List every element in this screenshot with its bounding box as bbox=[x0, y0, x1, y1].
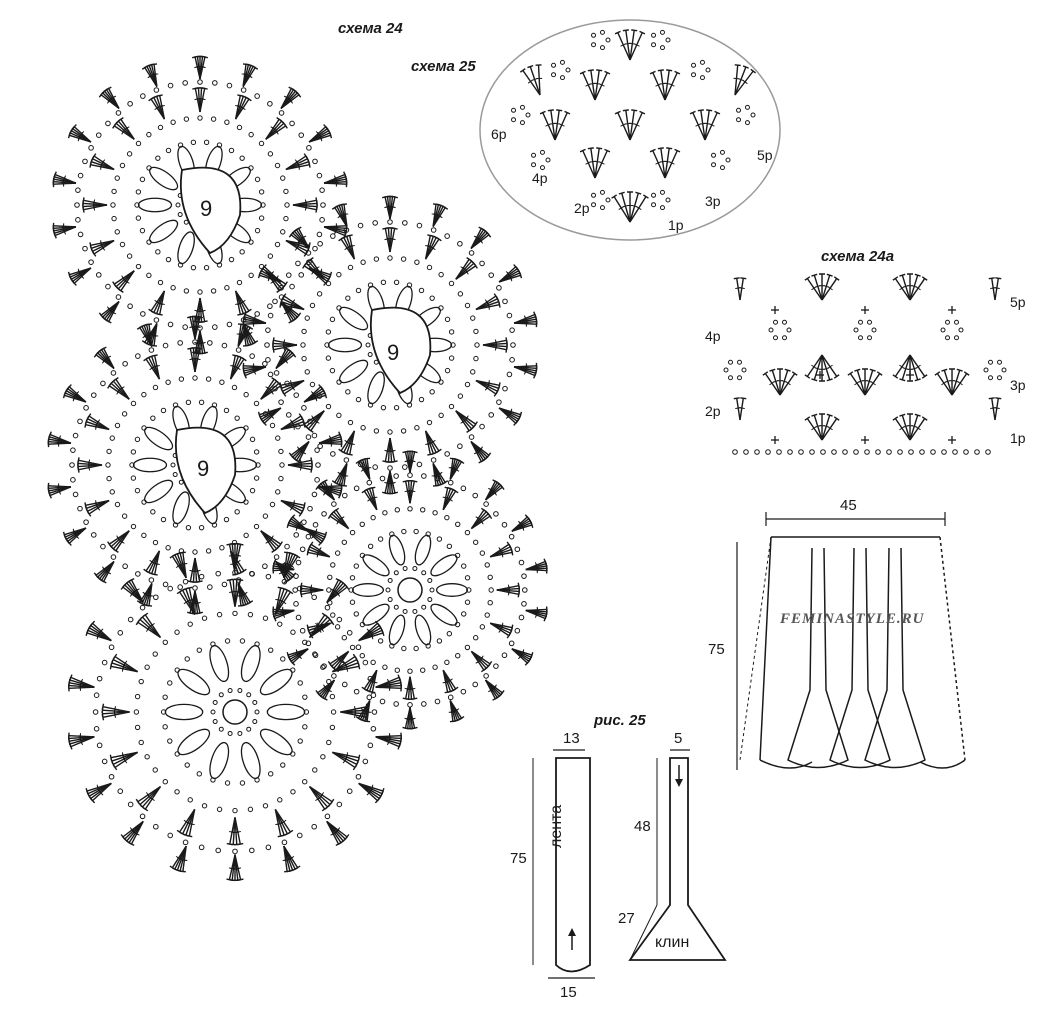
skirt-width-label: 45 bbox=[840, 497, 857, 514]
scheme25-row-label: 3р bbox=[705, 193, 721, 209]
ribbon-bottom-label: 15 bbox=[560, 984, 577, 1001]
scheme24a-row-label: 3р bbox=[1010, 377, 1026, 393]
gusset-length-label: 48 bbox=[634, 818, 651, 835]
scheme24a-title: схема 24а bbox=[821, 248, 894, 265]
scheme24a-chart bbox=[724, 274, 1006, 454]
scheme24a-row-label: 5р bbox=[1010, 294, 1026, 310]
skirt-pattern-shape bbox=[737, 512, 965, 770]
motif-number: 9 bbox=[197, 456, 209, 482]
scheme24a-row-label: 2р bbox=[705, 403, 721, 419]
scheme25-row-label: 2р bbox=[574, 200, 590, 216]
scheme25-row-label: 6р bbox=[491, 126, 507, 142]
scheme24a-row-label: 4р bbox=[705, 328, 721, 344]
motif-number: 9 bbox=[200, 196, 212, 222]
scheme24a-row-label: 1р bbox=[1010, 430, 1026, 446]
ribbon-top-label: 13 bbox=[563, 730, 580, 747]
scheme25-row-label: 1р bbox=[668, 217, 684, 233]
scheme24-title: схема 24 bbox=[338, 20, 403, 37]
gusset-name-label: клин bbox=[655, 934, 689, 952]
motif-number: 9 bbox=[387, 340, 399, 366]
watermark: FEMINASTYLE.RU bbox=[780, 611, 924, 628]
scheme25-row-label: 5р bbox=[757, 147, 773, 163]
ribbon-name-label: лента bbox=[548, 805, 566, 848]
fig25-pieces bbox=[533, 750, 725, 978]
gusset-flare-label: 27 bbox=[618, 910, 635, 927]
ribbon-length-label: 75 bbox=[510, 850, 527, 867]
scheme25-row-label: 4р bbox=[532, 170, 548, 186]
skirt-length-label: 75 bbox=[708, 641, 725, 658]
gusset-top-label: 5 bbox=[674, 730, 682, 747]
scheme25-chart bbox=[480, 20, 780, 240]
fig25-title: рис. 25 bbox=[594, 712, 646, 729]
scheme24-motifs bbox=[48, 56, 547, 880]
scheme25-title: схема 25 bbox=[411, 58, 476, 75]
